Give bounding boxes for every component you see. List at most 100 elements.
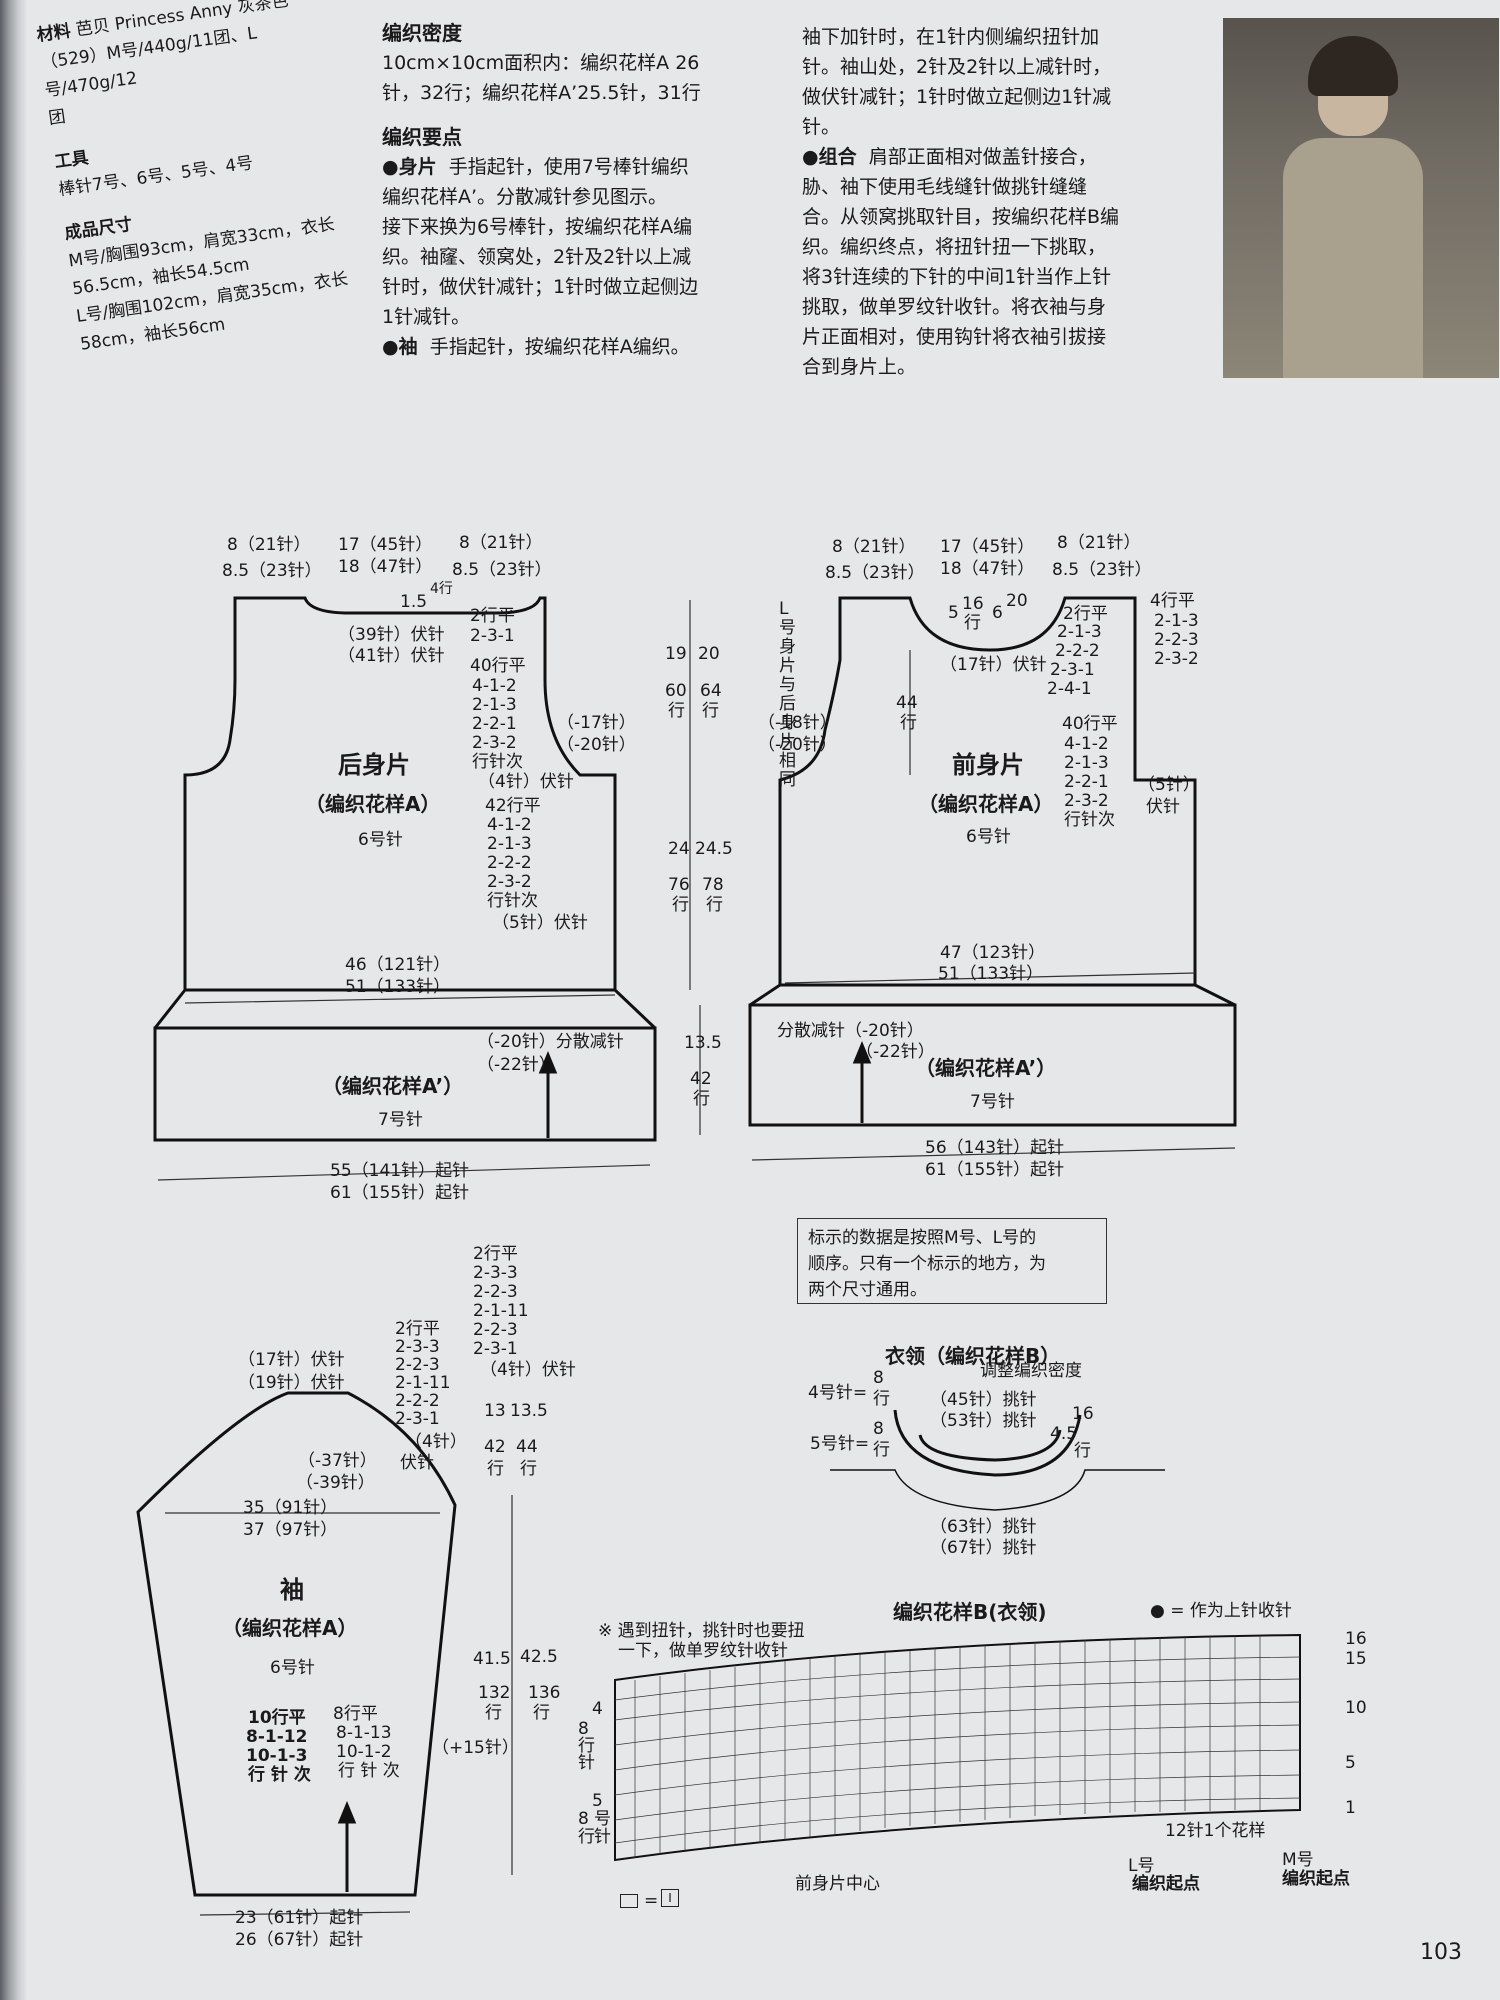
points-body-line0: 手指起针，使用7号棒针编织: [448, 156, 689, 178]
sleeve-capL-2: 2-2-3: [395, 1355, 440, 1375]
sleeve-capR-2: 2-2-3: [473, 1282, 518, 1302]
front-rib-outline: [748, 1003, 1237, 1127]
back-body-outline: [183, 596, 617, 992]
sleeve-len-row-a: 行: [485, 1703, 502, 1723]
sleeve-capL-4: 2-2-2: [395, 1391, 440, 1411]
sleeve-cap-r2: 44: [516, 1437, 538, 1457]
sleeve-bind2: （19针）伏针: [238, 1373, 345, 1393]
front-top-mid2: 18（47针）: [940, 559, 1035, 579]
back-bot1: 46（121针）: [345, 955, 451, 975]
sleeve-pattern: （编织花样A）: [222, 1616, 358, 1640]
assembly-line0: 肩部正面相对做盖针接合，: [868, 146, 1097, 168]
chart-side-top-2: 行: [578, 1736, 595, 1756]
assembly-line7: 合到身片上。: [802, 356, 917, 378]
sleeve-width1: 35（91针）: [243, 1498, 338, 1518]
chart-side-bot-1: 8: [578, 1809, 589, 1829]
front-cast1: 56（143针）起针: [925, 1138, 1065, 1158]
right-line3: 针。: [802, 116, 841, 138]
mid-b6: 行: [706, 895, 723, 915]
front-top-left2: 8.5（23针）: [825, 563, 925, 583]
back-neck-small: 1.5: [400, 592, 428, 612]
chart-row-10: 10: [1345, 1698, 1367, 1718]
note-line2: 两个尺寸通用。: [808, 1280, 927, 1300]
front-dec-neck-1: 2-1-3: [1057, 622, 1102, 642]
collar-rows8a: 8: [873, 1368, 884, 1388]
collar-right3: 4.5: [1050, 1424, 1078, 1444]
sleeve-row-b: 行: [520, 1459, 537, 1479]
assembly-line3: 织。编织终点，将扭针扭一下挑取，: [802, 236, 1107, 258]
mid-a1: 19: [665, 644, 687, 664]
chart-key-sym: I: [661, 1889, 679, 1907]
front-cast2: 61（155针）起针: [925, 1160, 1065, 1180]
mid-b2: 24.5: [695, 839, 733, 859]
size-note-box: 标示的数据是按照M号、L号的 顺序。只有一个标示的地方，为 两个尺寸通用。: [797, 1218, 1107, 1304]
front-dec-neck-0: 2行平: [1063, 604, 1108, 624]
front-dec-neck2-3: 2-3-2: [1154, 649, 1199, 669]
chart-l-start2: 编织起点: [1132, 1874, 1200, 1894]
points-sleeve-label: ●袖: [382, 336, 418, 358]
back-dec3-5: 行针次: [487, 891, 538, 911]
sleeve-cast1: 23（61针）起针: [235, 1908, 364, 1928]
collar-pick1: （45针）挑针: [930, 1390, 1037, 1410]
back-dec3-1: 4-1-2: [487, 815, 532, 835]
sleeve-len2: 42.5: [520, 1647, 558, 1667]
back-dec2-2: 2-1-3: [472, 695, 517, 715]
collar-title: 衣领（编织花样B）: [885, 1344, 1061, 1368]
back-dec3-2: 2-1-3: [487, 834, 532, 854]
sleeve-cast2: 26（67针）起针: [235, 1930, 364, 1950]
chart-m-start1: M号: [1282, 1850, 1314, 1870]
mid-c2: 42: [690, 1069, 712, 1089]
back-top-mid1: 17（45针）: [338, 535, 433, 555]
mid-a5: 行: [668, 701, 685, 721]
gauge-block: 编织密度 10cm×10cm面积内：编织花样A 26 针，32行；编织花样A’2…: [382, 18, 762, 362]
sleeve-inc-left-2: 10-1-3: [246, 1746, 308, 1766]
chart-row-15: 15: [1345, 1649, 1367, 1669]
back-cast2: 61（155针）起针: [330, 1183, 470, 1203]
back-rib-needle: 7号针: [378, 1110, 423, 1130]
sleeve-cap-dec2: （-39针）: [296, 1473, 375, 1493]
sleeve-inc-total: （+15针）: [432, 1738, 519, 1758]
front-bind-arm1: （5针）: [1138, 775, 1200, 795]
front-dec-arm-0: 40行平: [1062, 714, 1118, 734]
back-dec2-4: 2-3-2: [472, 733, 517, 753]
back-side1: （-17针）: [557, 713, 636, 733]
front-dec-neck-3: 2-3-1: [1050, 660, 1095, 680]
sleeve-needle: 6号针: [270, 1658, 315, 1678]
collar-rows8b: 8: [873, 1419, 884, 1439]
front-rib-pattern: （编织花样A’）: [915, 1056, 1057, 1080]
chart-repeat: 12针1个花样: [1165, 1821, 1266, 1841]
back-dec1-0: 2行平: [470, 606, 515, 626]
chart-side-top-0: 4: [592, 1699, 603, 1719]
chart-row-5: 5: [1345, 1753, 1356, 1773]
sleeve-outline: [136, 1391, 457, 1897]
collar-right2: 行: [1074, 1441, 1091, 1461]
sleeve-bind3: （4针）: [405, 1432, 467, 1452]
mid-a3: 60: [665, 681, 687, 701]
front-depth2: 行: [900, 713, 917, 733]
sleeve-bind3b: 伏针: [400, 1453, 434, 1473]
sleeve-cap-r1: 42: [484, 1437, 506, 1457]
mid-b1: 24: [668, 839, 690, 859]
back-top-right1: 8（21针）: [459, 533, 543, 553]
back-dec3-3: 2-2-2: [487, 853, 532, 873]
front-neck-b: 16: [962, 594, 984, 614]
front-rib-dec1: 分散减针（-20针）: [777, 1021, 924, 1041]
sleeve-inc-right-3: 行 针 次: [338, 1761, 400, 1781]
front-dec-neck2-0: 4行平: [1150, 591, 1195, 611]
collar-rowlbl-a: 行: [873, 1389, 890, 1409]
sleeve-inc-right-1: 8-1-13: [336, 1723, 392, 1743]
back-dec2-3: 2-2-1: [472, 714, 517, 734]
front-depth1: 44: [896, 693, 918, 713]
back-top-right2: 8.5（23针）: [452, 560, 552, 580]
back-dec2-0: 40行平: [470, 656, 526, 676]
back-bind4: （5针）伏针: [492, 913, 588, 933]
collar-needle5: 5号针=: [810, 1434, 870, 1454]
chart-legend: ● = 作为上针收针: [1150, 1601, 1292, 1621]
back-dec3-4: 2-3-2: [487, 872, 532, 892]
back-top-left2: 8.5（23针）: [222, 561, 322, 581]
sleeve-capL-1: 2-3-3: [395, 1337, 440, 1357]
collar-pick2: （53针）挑针: [930, 1411, 1037, 1431]
collar-rowlbl-b: 行: [873, 1440, 890, 1460]
front-neck-a: 5: [948, 603, 959, 623]
front-l-note: L号身片与后身片相同: [779, 599, 796, 790]
